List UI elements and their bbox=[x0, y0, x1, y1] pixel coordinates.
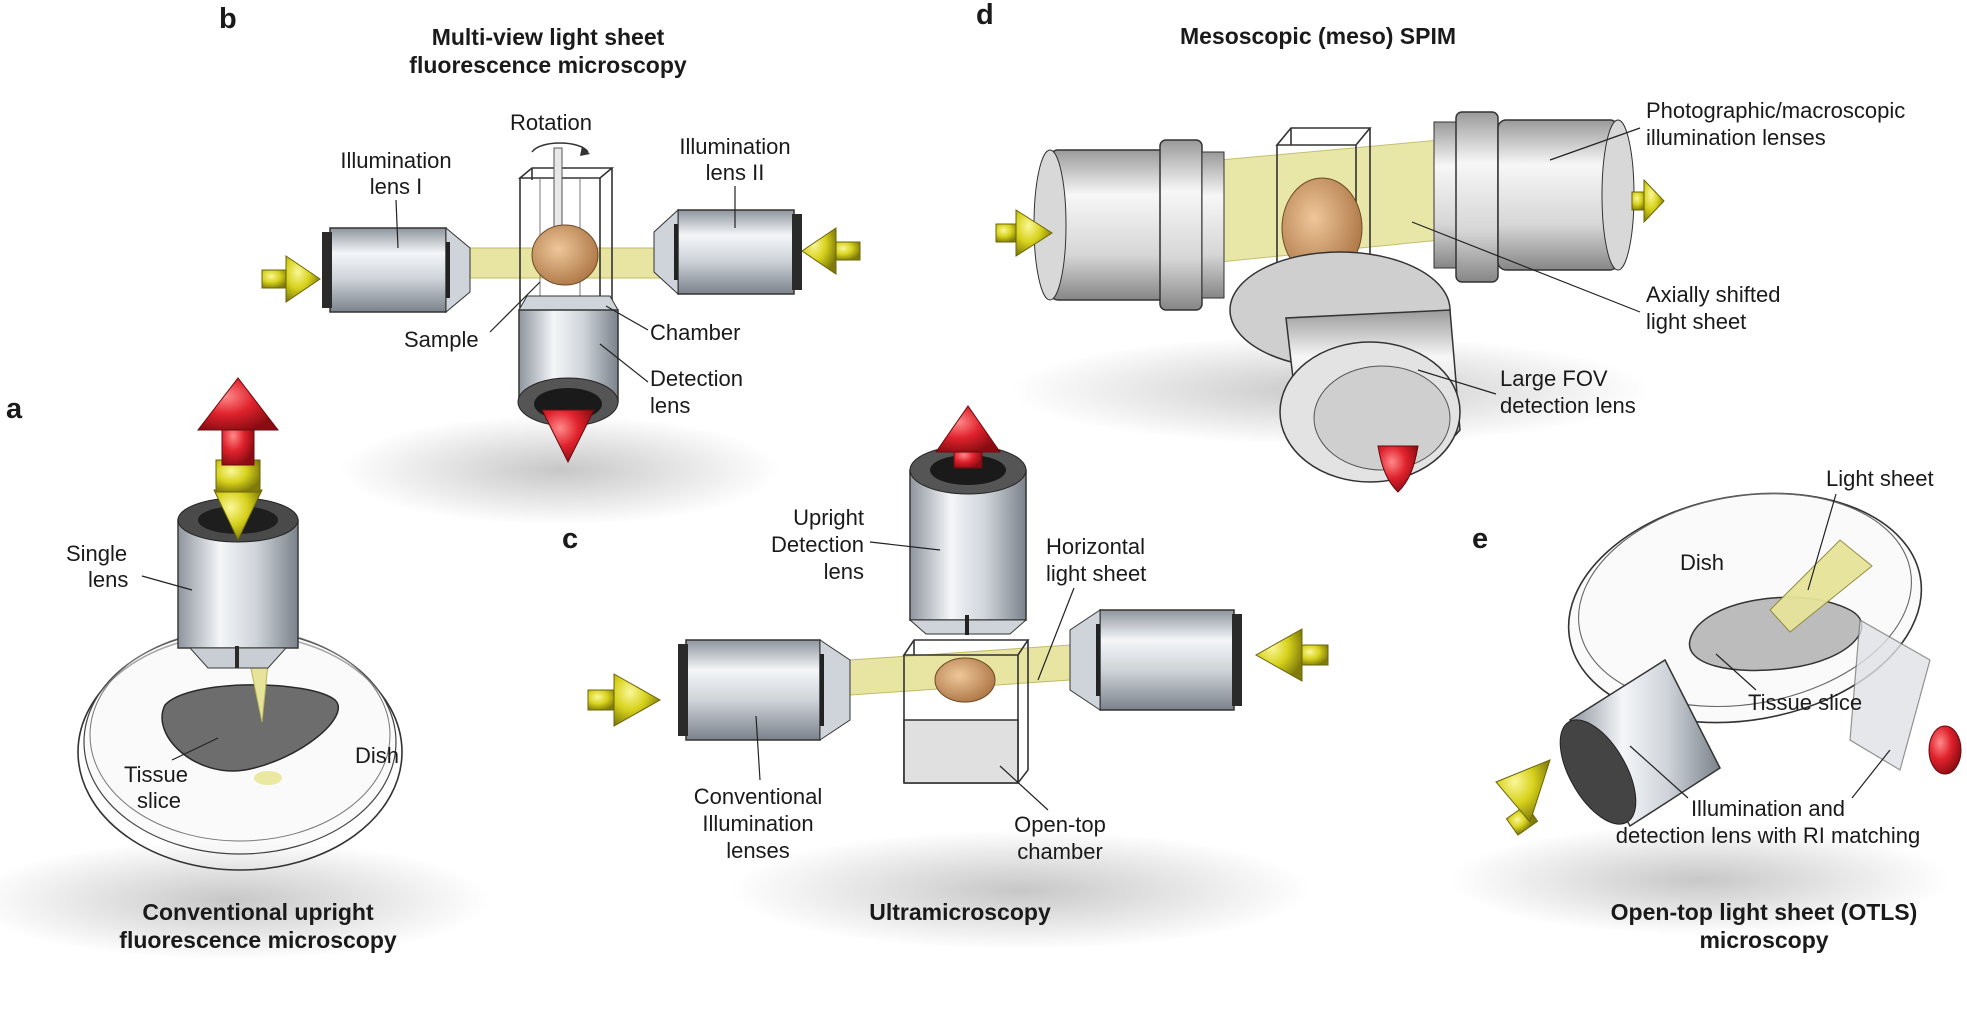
label-dish-a: Dish bbox=[355, 743, 399, 768]
panel-c: c bbox=[562, 405, 1329, 925]
labels-e: Light sheet Dish Tissue slice Illuminati… bbox=[1616, 466, 1934, 848]
label-chamber: Chamber bbox=[650, 320, 740, 345]
large-fov-detection-lens bbox=[1229, 251, 1461, 483]
upright-detection-lens bbox=[908, 445, 1028, 635]
label-sample: Sample bbox=[404, 327, 479, 352]
illum-arrow-left-c bbox=[587, 673, 662, 727]
macro-lens-right-d bbox=[1433, 111, 1635, 283]
otls-lens-right bbox=[1849, 619, 1962, 775]
panel-letter-e: e bbox=[1472, 523, 1488, 555]
macro-lens-left-d bbox=[1033, 139, 1225, 311]
panel-letter-b: b bbox=[219, 3, 237, 35]
panel-letter-a: a bbox=[6, 393, 23, 425]
panel-d: d Mesoscopic (meso) SPIM bbox=[976, 0, 1905, 493]
label-tissue-slice-e: Tissue slice bbox=[1748, 690, 1862, 715]
title-c: Ultramicroscopy bbox=[869, 899, 1051, 925]
light-sheet-e bbox=[1769, 539, 1873, 633]
label-light-sheet-e: Light sheet bbox=[1826, 466, 1934, 491]
detection-arrow-red-b bbox=[541, 409, 595, 464]
panel-e: e Light sheet Dish Tissue slice Illumina… bbox=[1472, 466, 1962, 953]
sample-b bbox=[531, 224, 599, 286]
label-rotation: Rotation bbox=[510, 110, 592, 135]
otls-lens-left bbox=[1559, 658, 1721, 828]
illum-arrow-right-d bbox=[1631, 178, 1665, 224]
illum-arrow-e bbox=[1495, 759, 1551, 836]
detection-lens-b bbox=[517, 295, 619, 427]
illum-arrow-left-b bbox=[261, 255, 321, 303]
detection-arrow-red-d bbox=[1377, 445, 1419, 493]
illum-arrow-left-d bbox=[995, 209, 1053, 257]
illum-lens-right-c bbox=[1069, 609, 1242, 711]
tissue-slice-a bbox=[161, 684, 339, 772]
excitation-emission-arrow-a bbox=[196, 377, 280, 542]
sample-c bbox=[934, 657, 996, 703]
title-d: Mesoscopic (meso) SPIM bbox=[1180, 23, 1456, 49]
illumination-lens-2 bbox=[653, 208, 802, 296]
panel-letter-c: c bbox=[562, 523, 578, 555]
title-e: Open-top light sheet (OTLS)microscopy bbox=[1611, 899, 1918, 953]
detection-arrow-red-c bbox=[935, 405, 1001, 469]
illum-arrow-right-c bbox=[1254, 628, 1329, 682]
panel-letter-d: d bbox=[976, 0, 994, 31]
illumination-lens-1 bbox=[322, 226, 471, 314]
illum-lens-left-c bbox=[678, 639, 851, 741]
label-dish-e: Dish bbox=[1680, 550, 1724, 575]
illum-arrow-right-b bbox=[801, 227, 861, 275]
